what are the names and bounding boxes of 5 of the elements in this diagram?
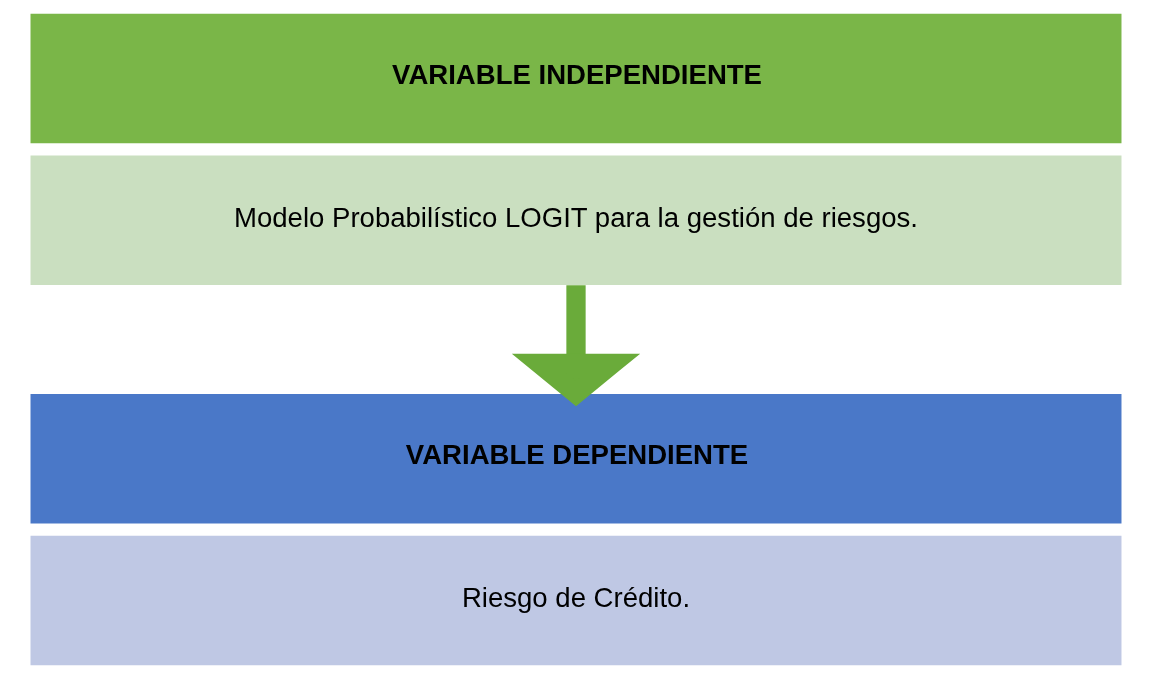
node-box: VARIABLE DEPENDIENTE	[30, 393, 1121, 524]
node-box: Riesgo de Crédito.	[30, 535, 1121, 666]
node-box: VARIABLE INDEPENDIENTE	[30, 13, 1121, 144]
arrow	[511, 285, 640, 407]
node-box: Modelo Probabilístico LOGIT para la gestión de riesgos.	[30, 155, 1121, 286]
